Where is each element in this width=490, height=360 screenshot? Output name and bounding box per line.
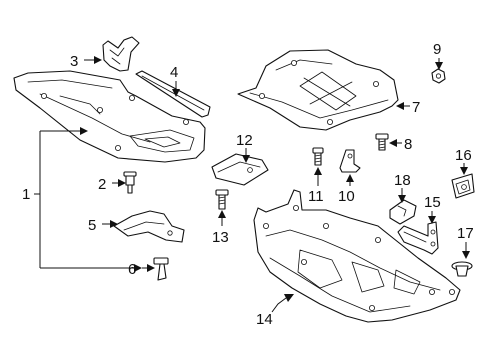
callout-14: 14 [256,311,273,328]
leader-3 [84,56,102,64]
part-strip-bar [135,70,211,118]
callout-6: 6 [128,261,136,278]
callout-8: 8 [404,136,412,153]
callout-10: 10 [338,188,355,205]
leader-10 [346,174,354,186]
callout-5: 5 [88,217,96,234]
leader-11 [314,167,322,186]
part-bolt-lower [153,257,169,281]
leader-6 [142,264,155,272]
leader-18 [398,188,406,203]
callout-15: 15 [424,194,441,211]
part-bracket-top [102,36,140,72]
part-bolt-center [312,147,324,166]
callout-1: 1 [22,186,30,203]
callout-12: 12 [236,132,253,149]
part-nut [431,68,446,84]
part-bolt-right [375,133,389,151]
part-grommet [451,173,475,199]
part-upper-right-shield [237,49,399,131]
leader-16 [460,163,468,175]
callout-4: 4 [170,64,178,81]
callout-3: 3 [70,53,78,70]
part-small-plate [113,210,185,243]
part-clip [339,149,361,173]
part-pad-center [211,153,269,186]
leader-7 [396,102,410,110]
leader-12 [242,148,250,163]
callout-17: 17 [457,225,474,242]
leader-13 [218,210,226,226]
callout-16: 16 [455,147,472,164]
callout-2: 2 [98,176,106,193]
part-bracket-right [397,221,439,255]
leader-9 [435,58,443,70]
part-bolt-center-lower [215,189,229,210]
leader-14 [271,294,294,313]
callout-11: 11 [308,188,324,205]
part-square-nut [389,199,417,225]
leader-1 [34,127,142,272]
callout-9: 9 [433,41,441,58]
part-bolt-left [123,171,137,194]
callout-13: 13 [212,229,229,246]
leader-5 [102,220,118,228]
leader-4 [172,81,180,97]
part-left-undercover [13,70,206,163]
leader-15 [428,211,436,224]
part-lower-shield [253,189,461,323]
callout-18: 18 [394,172,411,189]
callout-7: 7 [412,99,420,116]
leader-8 [389,139,402,147]
leader-17 [462,242,470,259]
leader-2 [112,179,126,187]
part-push-pin [451,261,473,277]
